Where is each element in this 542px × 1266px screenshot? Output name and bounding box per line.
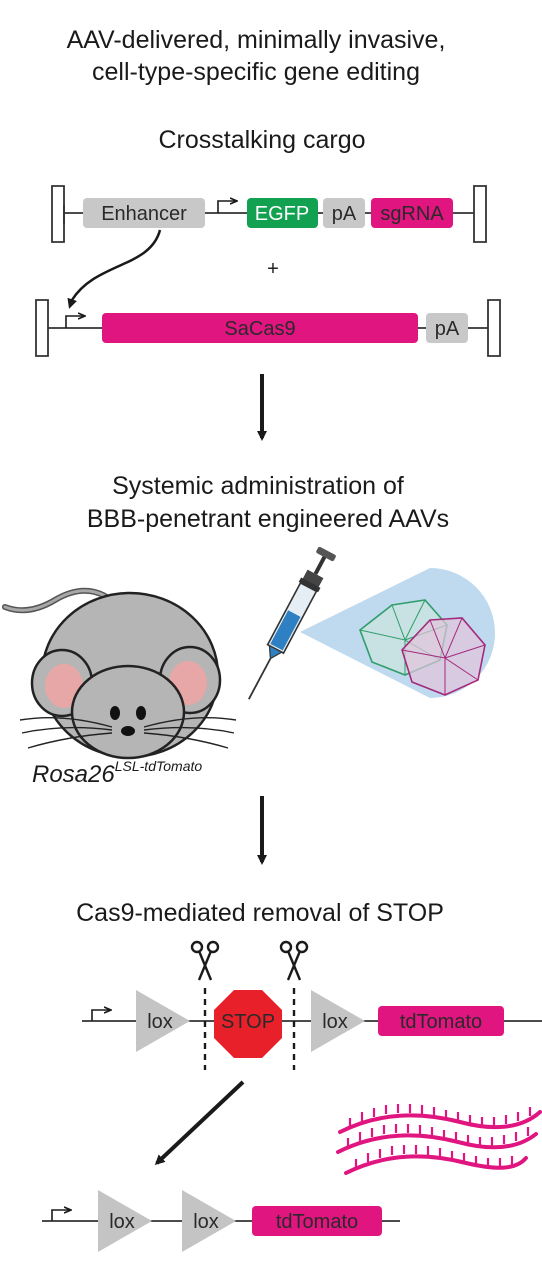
result-promoter-arrow xyxy=(51,1210,70,1221)
pa-label-2: pA xyxy=(435,318,460,340)
sgrna-box xyxy=(371,198,453,228)
scissors-icon-2 xyxy=(279,940,309,981)
lox-label-2: lox xyxy=(322,1011,348,1033)
header-line1: AAV-delivered, minimally invasive, xyxy=(67,26,446,54)
mouse-eye-right xyxy=(136,706,146,720)
mrna-wave-1 xyxy=(338,1110,542,1134)
removal-promoter-arrow xyxy=(91,1010,110,1021)
pa-label-1: pA xyxy=(332,203,357,225)
mouse-whiskers xyxy=(19,716,237,749)
result-lox-triangle-2 xyxy=(182,1190,236,1252)
enhancer-box xyxy=(83,198,205,228)
construct-1: Enhancer EGFP pA sgRNA xyxy=(51,185,487,243)
result-lox-label-1: lox xyxy=(109,1211,135,1233)
mrna-wave-2 xyxy=(336,1132,538,1154)
mouse-label: Rosa26LSL-tdTomato xyxy=(32,758,202,788)
lox-label-1: lox xyxy=(147,1011,173,1033)
mouse-head xyxy=(70,664,186,760)
sgrna-label: sgRNA xyxy=(380,203,444,225)
result-lox-label-2: lox xyxy=(193,1211,219,1233)
mouse-eye-left xyxy=(110,706,120,720)
promoter-arrow-1 xyxy=(217,201,236,213)
removal-title: Cas9-mediated removal of STOP xyxy=(76,899,444,927)
syringe-plunger xyxy=(313,555,327,575)
syringe-icon xyxy=(248,546,336,700)
mouse-nose xyxy=(121,726,135,736)
mrna-wave-3 xyxy=(344,1154,528,1175)
tdtomato-box-1 xyxy=(378,1006,504,1036)
pa-box-1 xyxy=(323,198,365,228)
lox-triangle-2 xyxy=(311,990,365,1052)
pa-box-2 xyxy=(426,313,468,343)
mrna-ticks xyxy=(346,1104,532,1168)
itr-right-1 xyxy=(473,185,487,243)
header-line2: cell-type-specific gene editing xyxy=(92,58,420,86)
sacas9-box xyxy=(102,313,418,343)
mouse-illustration xyxy=(2,587,237,760)
crosstalk-arrow xyxy=(67,229,162,309)
tdtomato-label-2: tdTomato xyxy=(276,1211,358,1233)
admin-line2: BBB-penetrant engineered AAVs xyxy=(87,505,449,533)
egfp-box xyxy=(247,198,318,228)
mouse-ear-left-inner xyxy=(45,664,83,708)
lox-triangle-1 xyxy=(136,990,190,1052)
tdtomato-box-2 xyxy=(252,1206,382,1236)
mouse-name: Rosa26 xyxy=(32,761,115,788)
sacas9-label: SaCas9 xyxy=(224,318,295,340)
syringe-needle xyxy=(248,658,272,700)
result-lox-triangle-1 xyxy=(98,1190,152,1252)
stop-label: STOP xyxy=(221,1011,275,1033)
plus-sign: + xyxy=(267,258,279,280)
itr-left-2 xyxy=(35,299,49,357)
mrna-waves xyxy=(336,1110,542,1175)
promoter-arrow-2 xyxy=(65,316,84,328)
diagonal-arrow xyxy=(154,1080,245,1166)
aav-capsids xyxy=(359,599,486,696)
enhancer-label: Enhancer xyxy=(101,203,187,225)
removal-construct: lox STOP lox tdTomato xyxy=(82,988,542,1070)
itr-left-1 xyxy=(51,185,65,243)
scissors-icon-1 xyxy=(190,940,220,981)
egfp-label: EGFP xyxy=(255,203,309,225)
result-construct: lox lox tdTomato xyxy=(42,1190,400,1252)
stop-sign xyxy=(214,990,282,1058)
cargo-title: Crosstalking cargo xyxy=(158,126,365,154)
tdtomato-label-1: tdTomato xyxy=(400,1011,482,1033)
admin-line1: Systemic administration of xyxy=(112,472,404,500)
itr-right-2 xyxy=(487,299,501,357)
aav-capsid-purple xyxy=(401,617,486,696)
construct-2: SaCas9 pA xyxy=(35,299,501,357)
mouse-superscript: LSL-tdTomato xyxy=(115,758,203,774)
